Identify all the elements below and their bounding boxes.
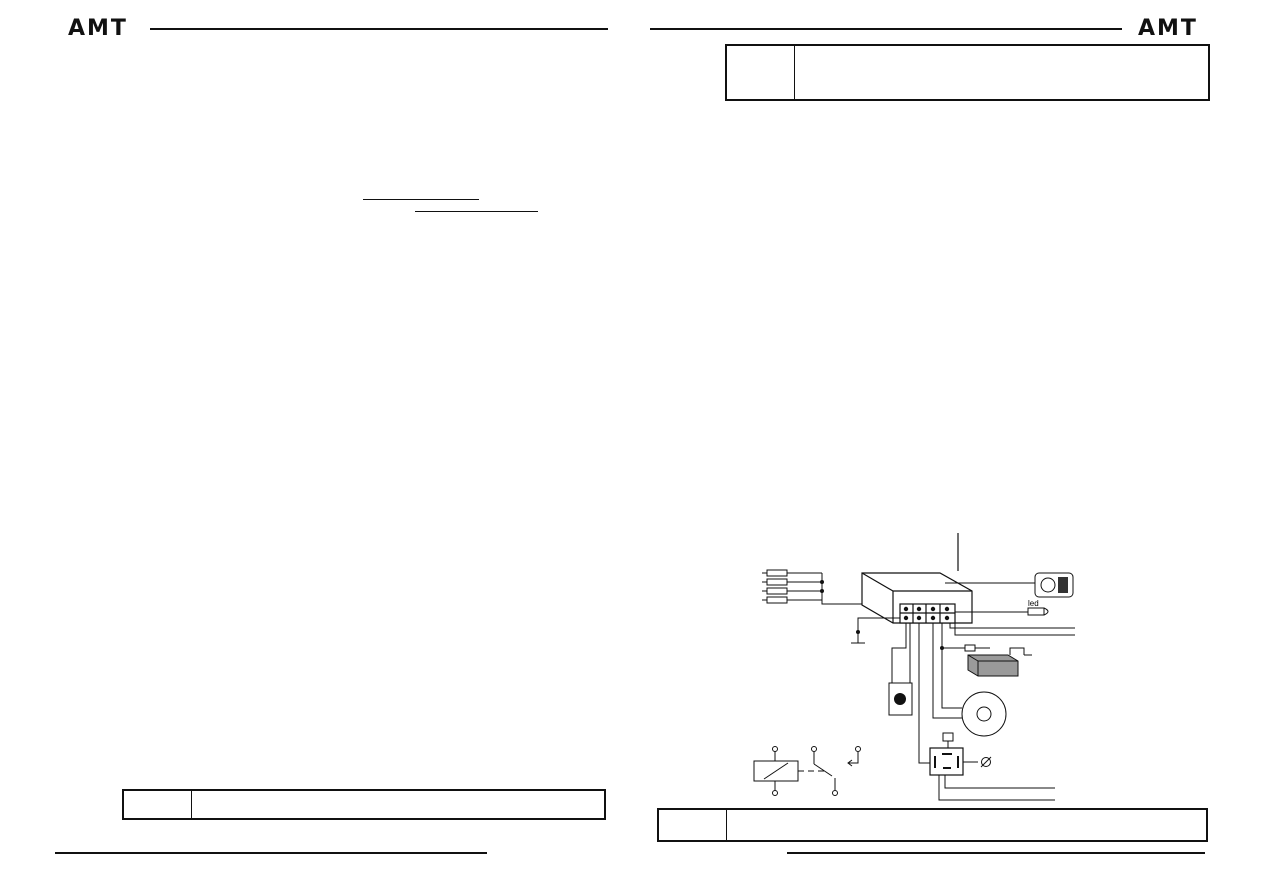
- right-top-table-cell-label: [727, 46, 795, 99]
- siren-icon: [961, 691, 1007, 737]
- left-table-cell-label: [124, 791, 192, 818]
- sensor-array: [762, 569, 862, 605]
- left-table-cell-text: [192, 791, 604, 818]
- relay-icon: [929, 732, 964, 776]
- right-footer-rule: [787, 852, 1205, 854]
- wiring-diagram: led: [753, 533, 1075, 801]
- left-header-rule: [150, 28, 608, 30]
- left-underline-1: [363, 199, 479, 200]
- left-bottom-table: [122, 789, 606, 820]
- right-bottom-table-cell-text: [727, 810, 1206, 840]
- relay-symbol: [753, 746, 861, 796]
- led-label: led: [1028, 599, 1039, 608]
- battery-icon: [967, 654, 1019, 677]
- left-brand-logo: AMT: [68, 16, 128, 41]
- right-brand-logo: AMT: [1138, 16, 1198, 41]
- right-bottom-table-cell-label: [659, 810, 727, 840]
- right-top-table-cell-text: [795, 46, 1208, 99]
- left-footer-rule: [55, 852, 487, 854]
- left-underline-2: [415, 211, 538, 212]
- right-bottom-table: [657, 808, 1208, 842]
- right-top-table: [725, 44, 1210, 101]
- right-header-rule: [650, 28, 1122, 30]
- led-icon: [1027, 607, 1045, 616]
